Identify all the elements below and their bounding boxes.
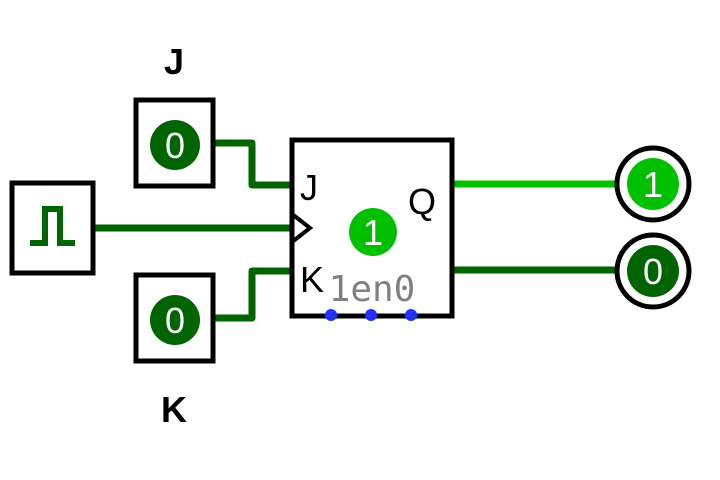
qbar-output-pin: 0 xyxy=(614,232,692,310)
k-input-pin[interactable]: 0 xyxy=(133,272,216,364)
flipflop-bottom-pins-label: 1en0 xyxy=(329,269,416,310)
flipflop-reset-pin[interactable] xyxy=(405,309,417,321)
k-input-label: K xyxy=(161,389,187,430)
qbar-output-value: 0 xyxy=(643,251,663,292)
wire-k-input xyxy=(208,267,297,322)
flipflop-j-pin-label: J xyxy=(300,167,318,208)
flipflop-state-indicator xyxy=(349,208,397,256)
q-output-value: 1 xyxy=(643,164,663,205)
j-input-label: J xyxy=(164,41,184,82)
flipflop-state-value: 1 xyxy=(363,212,383,253)
k-input-value: 0 xyxy=(165,300,185,341)
flipflop-enable-pin[interactable] xyxy=(365,309,377,321)
wire-j-input xyxy=(208,139,297,189)
flipflop-set-pin[interactable] xyxy=(325,309,337,321)
jk-flip-flop[interactable]: J K Q 1 1en0 xyxy=(289,137,455,321)
flipflop-k-pin-label: K xyxy=(300,259,324,300)
clock-source[interactable] xyxy=(9,180,96,276)
flipflop-q-pin-label: Q xyxy=(408,181,436,222)
q-output-pin: 1 xyxy=(614,145,692,223)
j-input-pin[interactable]: 0 xyxy=(133,97,216,189)
j-input-value: 0 xyxy=(165,125,185,166)
clock-square-wave-icon xyxy=(30,206,75,246)
clock-input-triangle xyxy=(290,212,314,244)
